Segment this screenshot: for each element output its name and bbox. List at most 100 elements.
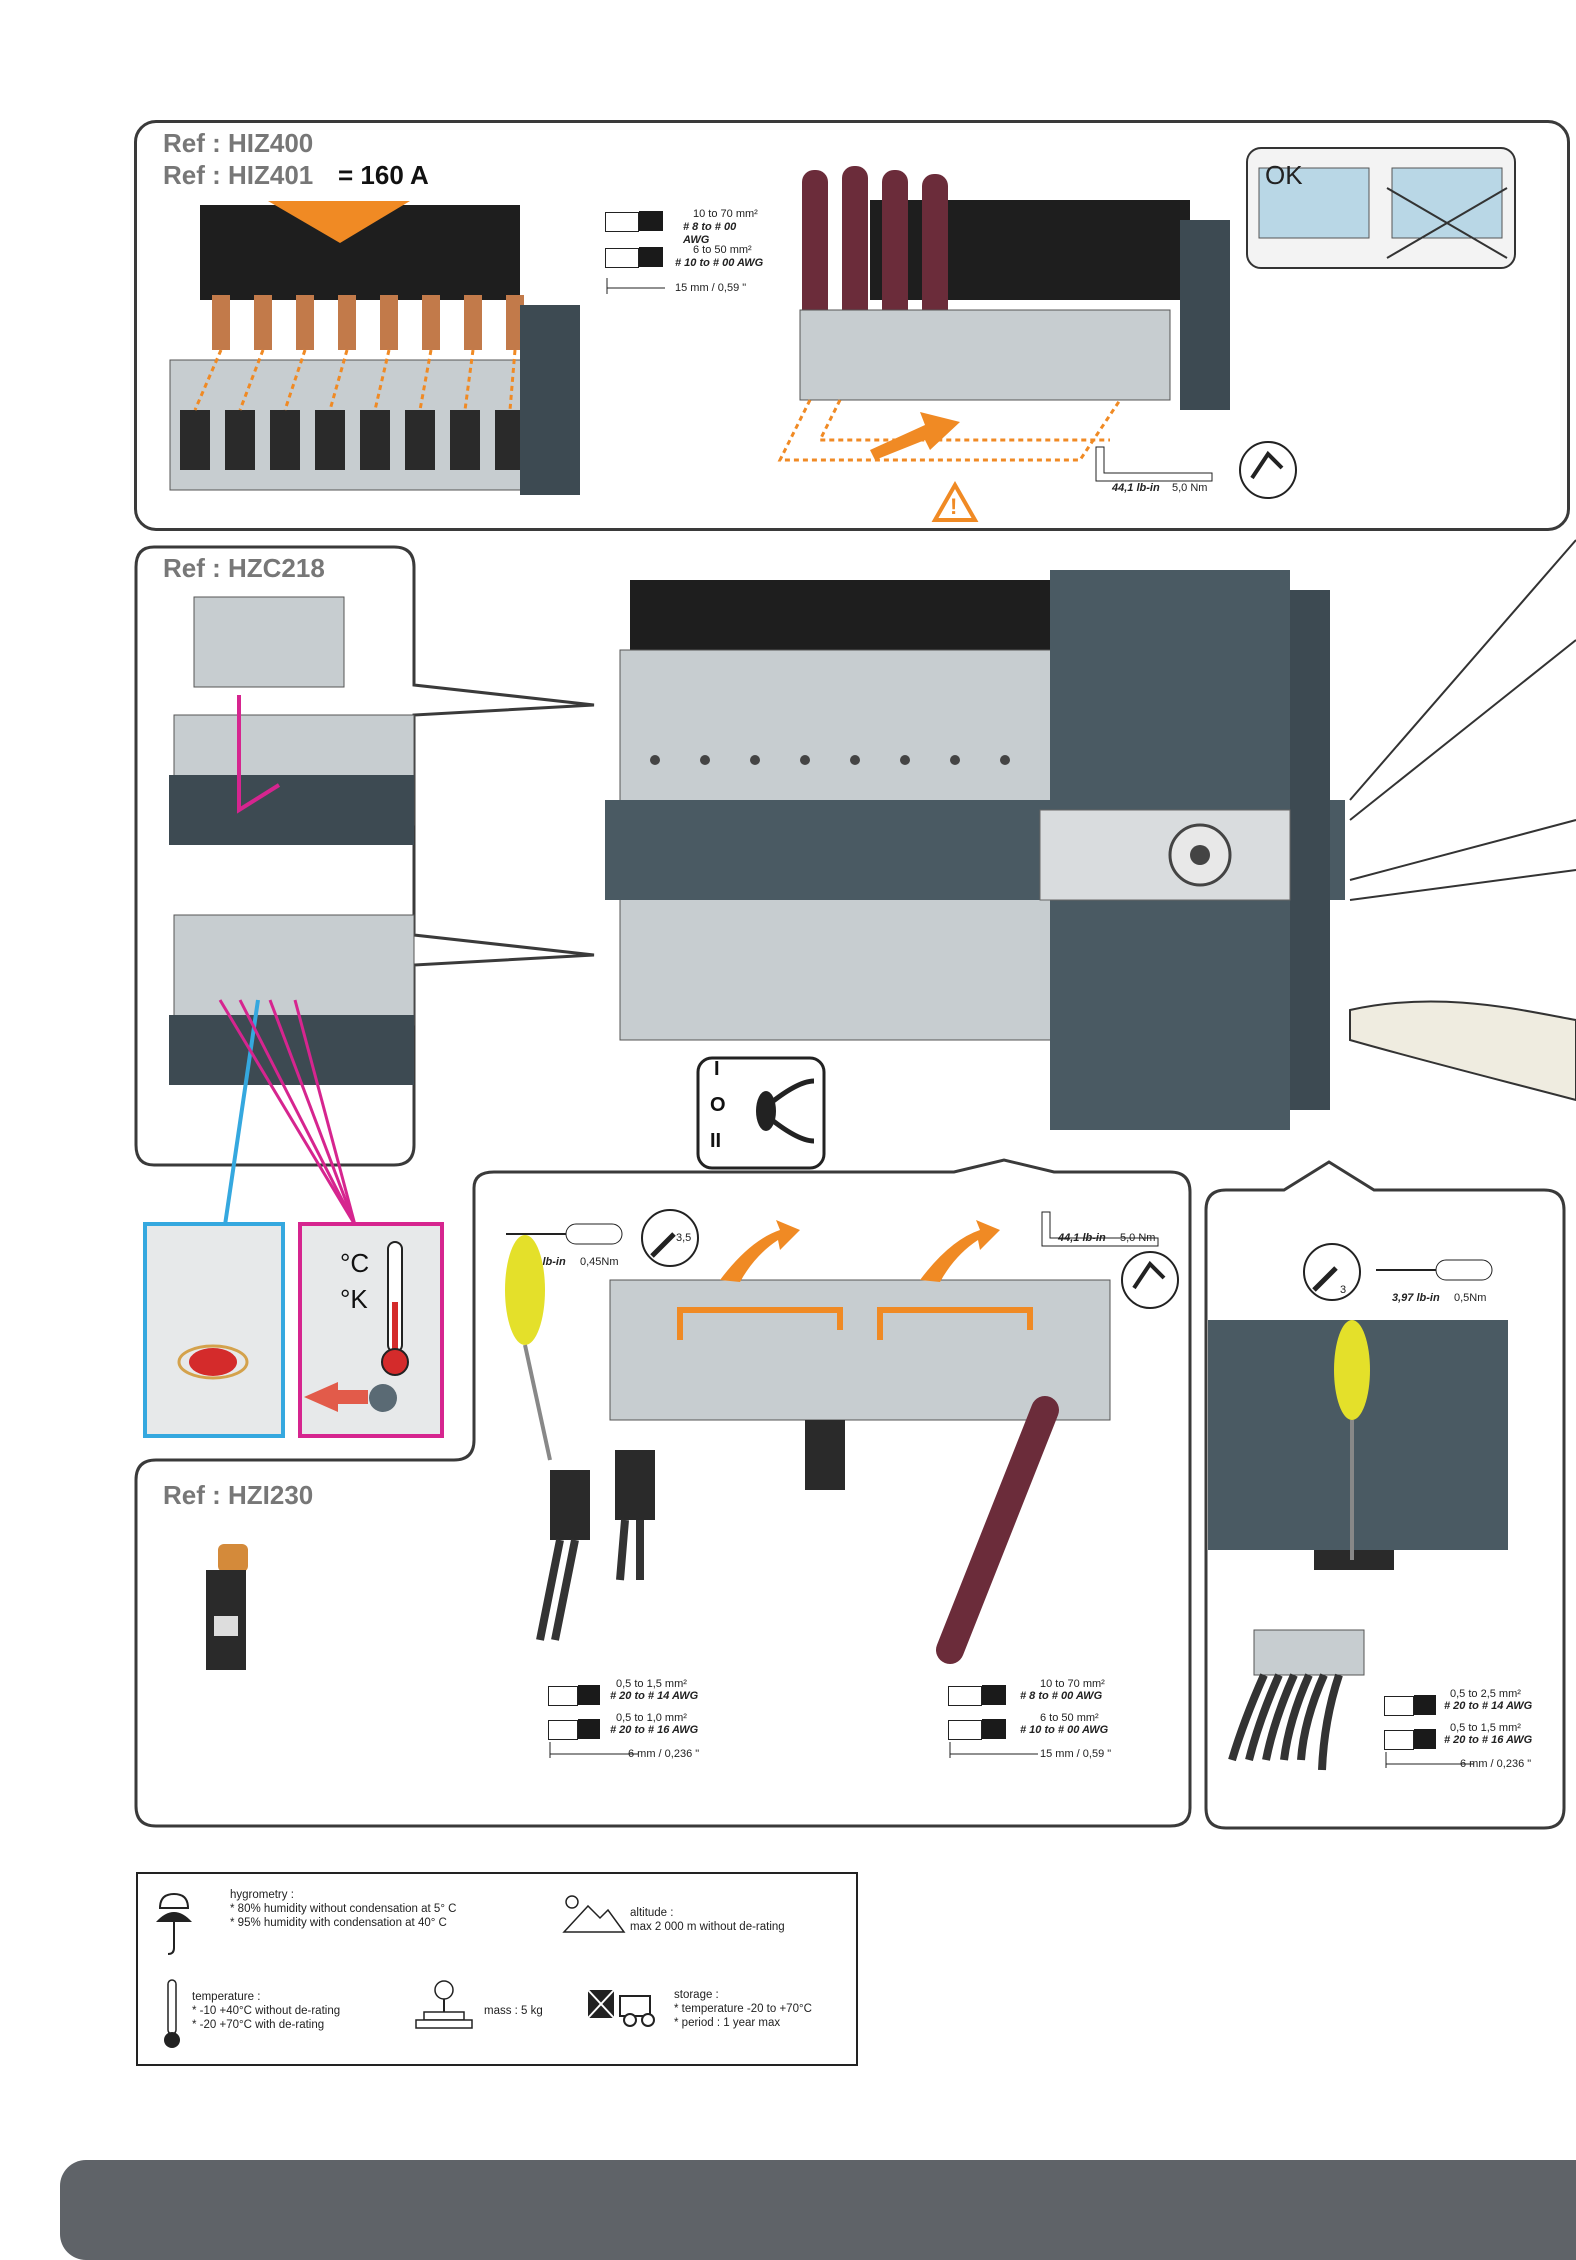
temp-unit-kelvin: °K xyxy=(340,1284,368,1314)
screwdriver-icon xyxy=(506,1223,623,1245)
hex-tool-icon xyxy=(1239,441,1297,499)
ref-hiz401: Ref : HIZ401 xyxy=(163,160,314,190)
right-flex-icon xyxy=(1384,1730,1414,1750)
power-rigid-range: 10 to 70 mm² xyxy=(1040,1678,1105,1690)
right-flex-awg: # 20 to # 16 AWG xyxy=(1444,1734,1533,1746)
aux-flex-icon xyxy=(548,1720,578,1740)
svg-text:!: ! xyxy=(950,494,957,519)
ref-hzc218: Ref : HZC218 xyxy=(163,553,325,583)
storage-forklift-icon xyxy=(587,1989,655,2027)
flex-range: 6 to 50 mm² xyxy=(693,244,752,256)
center-screwdriver-size: 3,5 xyxy=(676,1232,692,1244)
storage-line-2: * period : 1 year max xyxy=(674,2017,781,2029)
flex-awg: # 10 to # 00 AWG xyxy=(675,257,764,269)
aux-cable-spec: 0,5 to 1,5 mm² # 20 to # 14 AWG 0,5 to 1… xyxy=(548,1676,718,1766)
right-rigid-range: 0,5 to 2,5 mm² xyxy=(1450,1688,1521,1700)
aux-flex-range: 0,5 to 1,0 mm² xyxy=(616,1712,687,1724)
rigid-awg: # 8 to # 00 AWG xyxy=(683,221,737,246)
right-strip-length: 6 mm / 0,236 " xyxy=(1460,1758,1532,1770)
temperature-line-2: * -20 +70°C with de-rating xyxy=(192,2019,325,2031)
temperature-icon xyxy=(164,1979,180,2048)
temperature-line-1: * -10 +40°C without de-rating xyxy=(192,2005,341,2017)
temperature-detail-box xyxy=(298,1222,444,1438)
power-rigid-core xyxy=(982,1685,1006,1705)
right-rigid-icon xyxy=(1384,1696,1414,1716)
hiz401-current: = 160 A xyxy=(338,160,429,190)
switch-device-illustration xyxy=(605,570,1345,1130)
altitude-icon xyxy=(562,1895,626,1933)
aux-flex-awg: # 20 to # 16 AWG xyxy=(610,1724,699,1736)
flex-conductor-core xyxy=(639,247,663,267)
hygrometry-title: hygrometry : xyxy=(230,1889,294,1901)
position-indicator-icon xyxy=(696,1056,826,1170)
callout-lines-right xyxy=(1349,539,1576,1102)
top-torque: 44,1 lb-in xyxy=(1112,482,1160,494)
indicator-lines xyxy=(218,999,357,1226)
aux-strip-length: 6 mm / 0,236 " xyxy=(628,1748,700,1760)
right-screwdriver-metric: 0,5Nm xyxy=(1454,1292,1487,1304)
top-cable-spec: 10 to 70 mm² # 8 to # 00 AWG 6 to 50 mm²… xyxy=(605,208,765,308)
hex-key-icon xyxy=(1095,446,1213,482)
ok-not-ok-diagram xyxy=(1246,147,1516,269)
power-flex-range: 6 to 50 mm² xyxy=(1040,1712,1099,1724)
right-cable-spec: 0,5 to 2,5 mm² # 20 to # 14 AWG 0,5 to 1… xyxy=(1384,1686,1564,1776)
busbar-illustration xyxy=(169,201,580,495)
aux-rigid-icon xyxy=(548,1686,578,1706)
right-flex-range: 0,5 to 1,5 mm² xyxy=(1450,1722,1521,1734)
hzi230-module xyxy=(206,1544,248,1670)
power-cable-spec: 10 to 70 mm² # 8 to # 00 AWG 6 to 50 mm²… xyxy=(948,1676,1148,1766)
cable-connection-illustration: ! xyxy=(777,166,1230,522)
right-rigid-core xyxy=(1414,1695,1436,1715)
right-rigid-awg: # 20 to # 14 AWG xyxy=(1444,1700,1533,1712)
bottom-right-panel xyxy=(1204,1160,1566,1830)
environment-conditions-box: hygrometry : * 80% humidity without cond… xyxy=(136,1872,858,2066)
mass-value: mass : 5 kg xyxy=(484,2005,543,2017)
power-rigid-icon xyxy=(948,1686,982,1706)
power-rigid-awg: # 8 to # 00 AWG xyxy=(1020,1690,1103,1702)
right-flex-core xyxy=(1414,1729,1436,1749)
center-hex-metric: 5,0 Nm xyxy=(1120,1232,1156,1244)
position-II: II xyxy=(710,1130,722,1152)
aux-rigid-awg: # 20 to # 14 AWG xyxy=(610,1690,699,1702)
altitude-line-1: max 2 000 m without de-rating xyxy=(630,1921,785,1933)
center-hex-torque: 44,1 lb-in xyxy=(1058,1232,1106,1244)
storage-title: storage : xyxy=(674,1989,719,2001)
temp-unit-celsius: °C xyxy=(340,1248,370,1278)
storage-line-1: * temperature -20 to +70°C xyxy=(674,2003,812,2015)
right-strip-marker xyxy=(1385,1752,1474,1768)
aux-rigid-core xyxy=(578,1685,600,1705)
ref-hiz400: Ref : HIZ400 xyxy=(163,128,314,158)
power-flex-icon xyxy=(948,1720,982,1740)
rigid-conductor-icon xyxy=(605,212,639,232)
top-torque-metric: 5,0 Nm xyxy=(1172,482,1208,494)
altitude-title: altitude : xyxy=(630,1907,674,1919)
hex-tool-icon-center xyxy=(1121,1251,1179,1309)
hygrometry-line-1: * 80% humidity without condensation at 5… xyxy=(230,1903,457,1915)
aux-flex-core xyxy=(578,1719,600,1739)
ok-label: OK xyxy=(1265,160,1303,190)
right-screwdriver-torque: 3,97 lb-in xyxy=(1392,1292,1440,1304)
strip-length-marker xyxy=(606,278,665,294)
center-screwdriver-metric: 0,45Nm xyxy=(580,1256,619,1268)
right-screwdriver-size: 3 xyxy=(1340,1284,1347,1296)
rigid-range: 10 to 70 mm² xyxy=(693,208,758,220)
hygrometry-line-2: * 95% humidity with condensation at 40° … xyxy=(230,1917,447,1929)
strip-length: 15 mm / 0,59 " xyxy=(675,282,747,294)
flex-conductor-icon xyxy=(605,248,639,268)
temperature-title: temperature : xyxy=(192,1991,261,2003)
position-O: O xyxy=(710,1094,726,1116)
power-strip-marker xyxy=(949,1742,1038,1758)
aux-rigid-range: 0,5 to 1,5 mm² xyxy=(616,1678,687,1690)
ref-hzi230: Ref : HZI230 xyxy=(163,1480,314,1510)
power-flex-core xyxy=(982,1719,1006,1739)
left-panel-hzc218 xyxy=(134,545,595,1167)
locking-detail-box xyxy=(143,1222,285,1438)
mass-scale-icon xyxy=(415,1980,473,2029)
hex-key-icon-center xyxy=(1041,1211,1159,1247)
footer-band xyxy=(60,2160,1576,2260)
position-I: I xyxy=(714,1058,720,1080)
aux-strip-marker xyxy=(549,1742,638,1758)
screwdriver-size-icon-right xyxy=(1303,1243,1361,1301)
power-strip-length: 15 mm / 0,59 " xyxy=(1040,1748,1112,1760)
screwdriver-size-icon xyxy=(641,1209,699,1267)
